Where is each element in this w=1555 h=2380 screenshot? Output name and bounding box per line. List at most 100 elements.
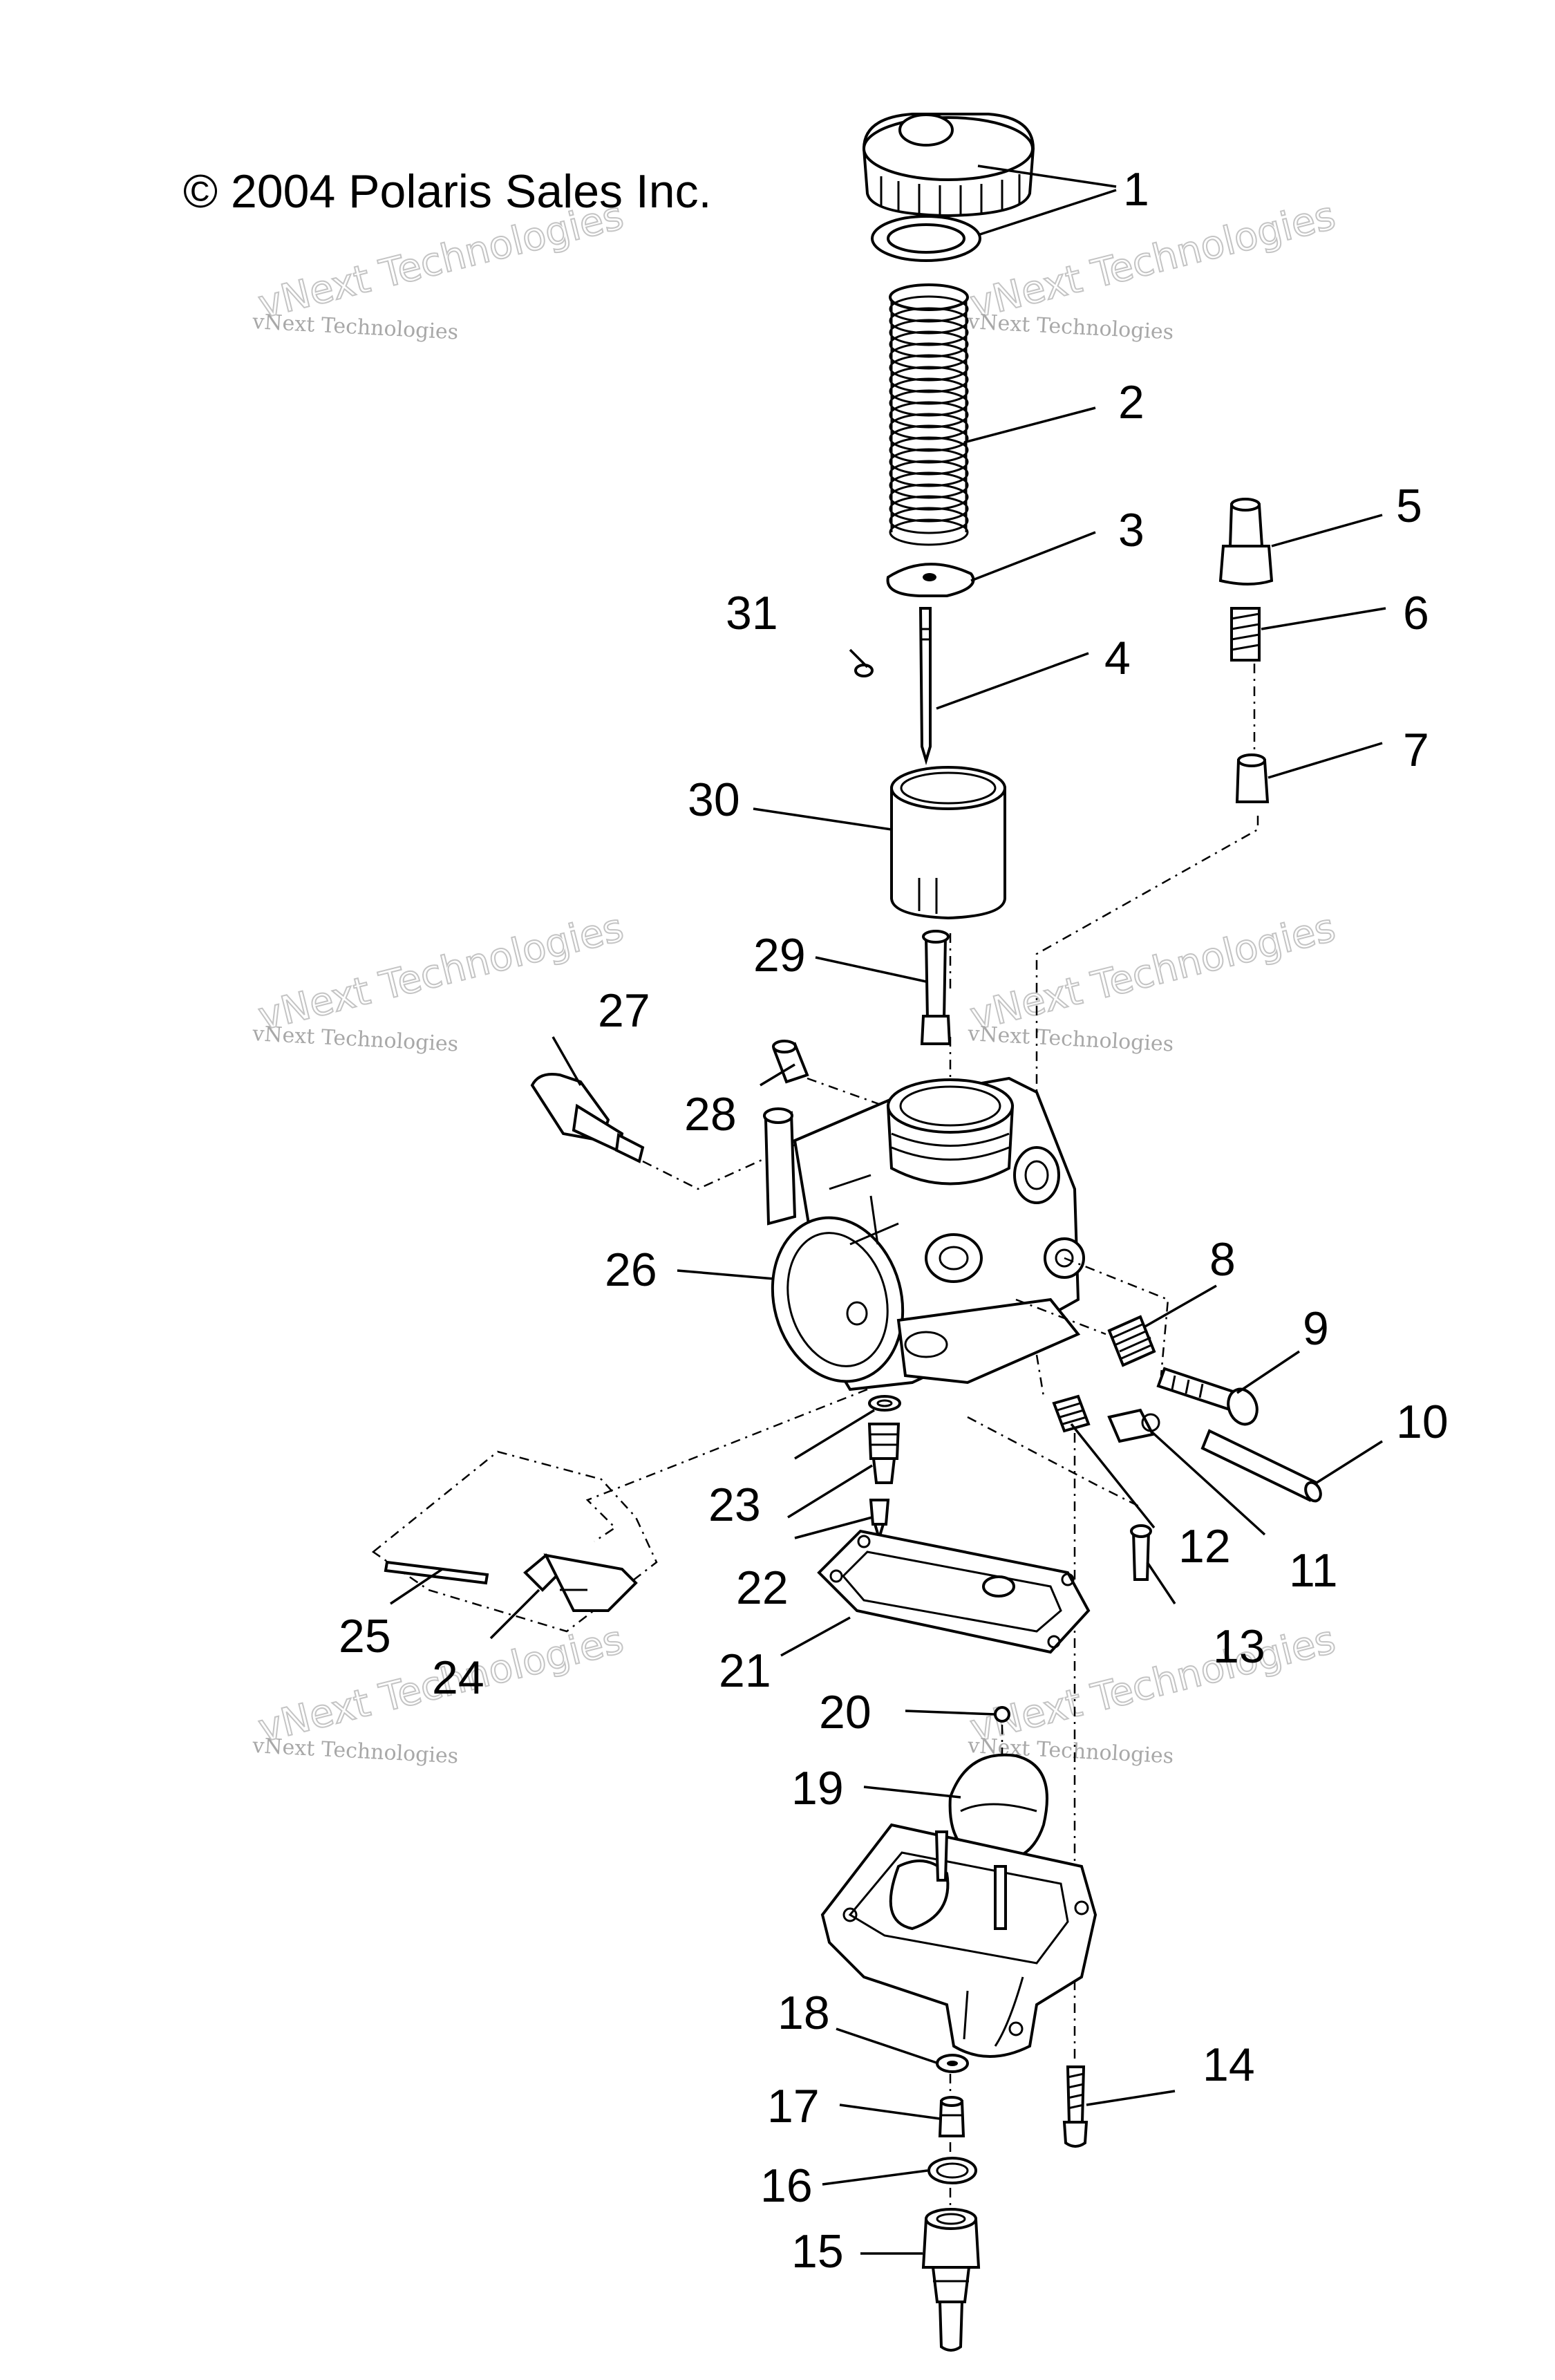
callout-10: 10 bbox=[1396, 1396, 1449, 1448]
watermark-text: vNext Technologies bbox=[252, 1022, 459, 1057]
axis-line bbox=[1064, 1257, 1169, 1376]
callout-22: 22 bbox=[736, 1562, 789, 1614]
part-21-gasket bbox=[817, 1529, 1091, 1654]
part-15-drain-fitting bbox=[921, 2208, 981, 2352]
watermark-outline-text: vNext Technologies bbox=[966, 194, 1340, 328]
callout-26: 26 bbox=[605, 1244, 657, 1296]
float-bowl bbox=[820, 1823, 1097, 2058]
callout-25: 25 bbox=[339, 1610, 391, 1662]
part-13-screw bbox=[1130, 1524, 1152, 1581]
part-6-spring bbox=[1230, 607, 1261, 662]
callout-19: 19 bbox=[791, 1762, 844, 1815]
watermark-text: vNext Technologies bbox=[252, 310, 459, 345]
part-14-bowl-screw bbox=[1062, 2065, 1088, 2148]
part-4-needle bbox=[918, 607, 932, 765]
part-27-choke bbox=[530, 1073, 645, 1163]
part-3-clip-plate bbox=[886, 563, 975, 597]
part-9-idle-screw bbox=[1156, 1367, 1259, 1426]
callout-12: 12 bbox=[1178, 1520, 1231, 1573]
part-12-spring bbox=[1052, 1394, 1091, 1433]
copyright-text: © 2004 Polaris Sales Inc. bbox=[183, 165, 712, 218]
part-22-jet-holder bbox=[867, 1423, 901, 1484]
callout-5: 5 bbox=[1396, 480, 1422, 532]
callout-21: 21 bbox=[719, 1645, 771, 1697]
callout-23: 23 bbox=[708, 1479, 761, 1531]
callout-6: 6 bbox=[1403, 587, 1429, 639]
part-10-tube bbox=[1200, 1429, 1322, 1503]
callout-27: 27 bbox=[598, 984, 650, 1037]
part-5-fitting bbox=[1218, 498, 1274, 585]
callout-4: 4 bbox=[1104, 632, 1131, 684]
part-30-throttle-slide bbox=[890, 766, 1006, 920]
callout-labels: 1 2 3 4 5 6 7 8 9 10 11 12 13 14 15 16 1… bbox=[339, 163, 1449, 2278]
watermark-mid-left: vNext Technologies vNext Technologies bbox=[252, 905, 629, 1057]
spring-coil bbox=[889, 389, 969, 417]
part-8-spring bbox=[1107, 1315, 1156, 1367]
axis-line bbox=[1035, 1354, 1045, 1397]
part-1-cap bbox=[862, 113, 1035, 218]
watermark-text: vNext Technologies bbox=[967, 310, 1174, 345]
callout-7: 7 bbox=[1403, 724, 1429, 776]
spring-coil bbox=[889, 354, 969, 382]
spring-coil bbox=[889, 295, 969, 323]
part-18-washer bbox=[936, 2054, 969, 2073]
part-7-plunger bbox=[1235, 753, 1270, 803]
callout-20: 20 bbox=[819, 1686, 871, 1739]
callout-31: 31 bbox=[726, 587, 778, 639]
spring-coil bbox=[889, 436, 969, 464]
spring-coil bbox=[889, 330, 969, 358]
callout-13: 13 bbox=[1213, 1620, 1265, 1673]
watermark-outline-text: vNext Technologies bbox=[966, 906, 1340, 1040]
watermark-text: vNext Technologies bbox=[252, 1734, 459, 1769]
spring-coil bbox=[889, 518, 969, 546]
callout-14: 14 bbox=[1203, 2039, 1255, 2091]
watermark-outline-text: vNext Technologies bbox=[254, 906, 628, 1040]
callout-3: 3 bbox=[1118, 504, 1144, 556]
spring-coil bbox=[889, 483, 969, 511]
watermark-top-right: vNext Technologies vNext Technologies bbox=[965, 193, 1341, 345]
spring-coil bbox=[889, 424, 969, 452]
part-1-washer bbox=[871, 215, 981, 262]
axis-line bbox=[1035, 816, 1259, 1141]
part-23-washer bbox=[868, 1395, 901, 1412]
part-26-carburetor-body bbox=[763, 1076, 1085, 1392]
part-2-spring bbox=[889, 283, 969, 546]
spring-coil bbox=[889, 460, 969, 487]
leader-lines bbox=[390, 165, 1386, 2255]
spring-coil bbox=[889, 342, 969, 370]
callout-2: 2 bbox=[1118, 376, 1144, 429]
spring-coil bbox=[889, 377, 969, 405]
callout-24: 24 bbox=[432, 1651, 484, 1704]
callout-18: 18 bbox=[778, 1987, 830, 2039]
part-11-pilot-screw bbox=[1107, 1408, 1160, 1443]
callout-16: 16 bbox=[760, 2159, 813, 2212]
spring-coil bbox=[889, 507, 969, 534]
spring-coil bbox=[889, 413, 969, 440]
part-29-needle-jet bbox=[920, 930, 952, 1045]
callout-1: 1 bbox=[1123, 163, 1149, 216]
callout-30: 30 bbox=[688, 774, 740, 826]
axis-line bbox=[585, 1388, 868, 1543]
axis-line bbox=[371, 1450, 658, 1633]
callout-29: 29 bbox=[753, 929, 806, 982]
part-31-e-clip bbox=[854, 664, 874, 677]
part-28-plug bbox=[772, 1040, 809, 1084]
watermark-text: vNext Technologies bbox=[967, 1022, 1174, 1057]
part-20-needle-valve bbox=[994, 1706, 1010, 1723]
axis-line bbox=[807, 1077, 885, 1107]
spring-coil bbox=[889, 471, 969, 499]
spring-coil bbox=[889, 401, 969, 429]
spring-coil bbox=[889, 307, 969, 335]
callout-28: 28 bbox=[684, 1088, 737, 1141]
part-24-float-arm bbox=[523, 1553, 638, 1612]
axis-line bbox=[1015, 1298, 1106, 1336]
axis-line bbox=[967, 1416, 1141, 1508]
spring-coil bbox=[889, 495, 969, 523]
part-16-o-ring bbox=[927, 2157, 977, 2184]
callout-9: 9 bbox=[1303, 1302, 1329, 1355]
callout-17: 17 bbox=[767, 2080, 820, 2133]
part-17-jet bbox=[938, 2096, 965, 2137]
watermark-mid-right: vNext Technologies vNext Technologies bbox=[965, 905, 1341, 1057]
spring-coil bbox=[889, 366, 969, 393]
callout-15: 15 bbox=[791, 2225, 844, 2278]
